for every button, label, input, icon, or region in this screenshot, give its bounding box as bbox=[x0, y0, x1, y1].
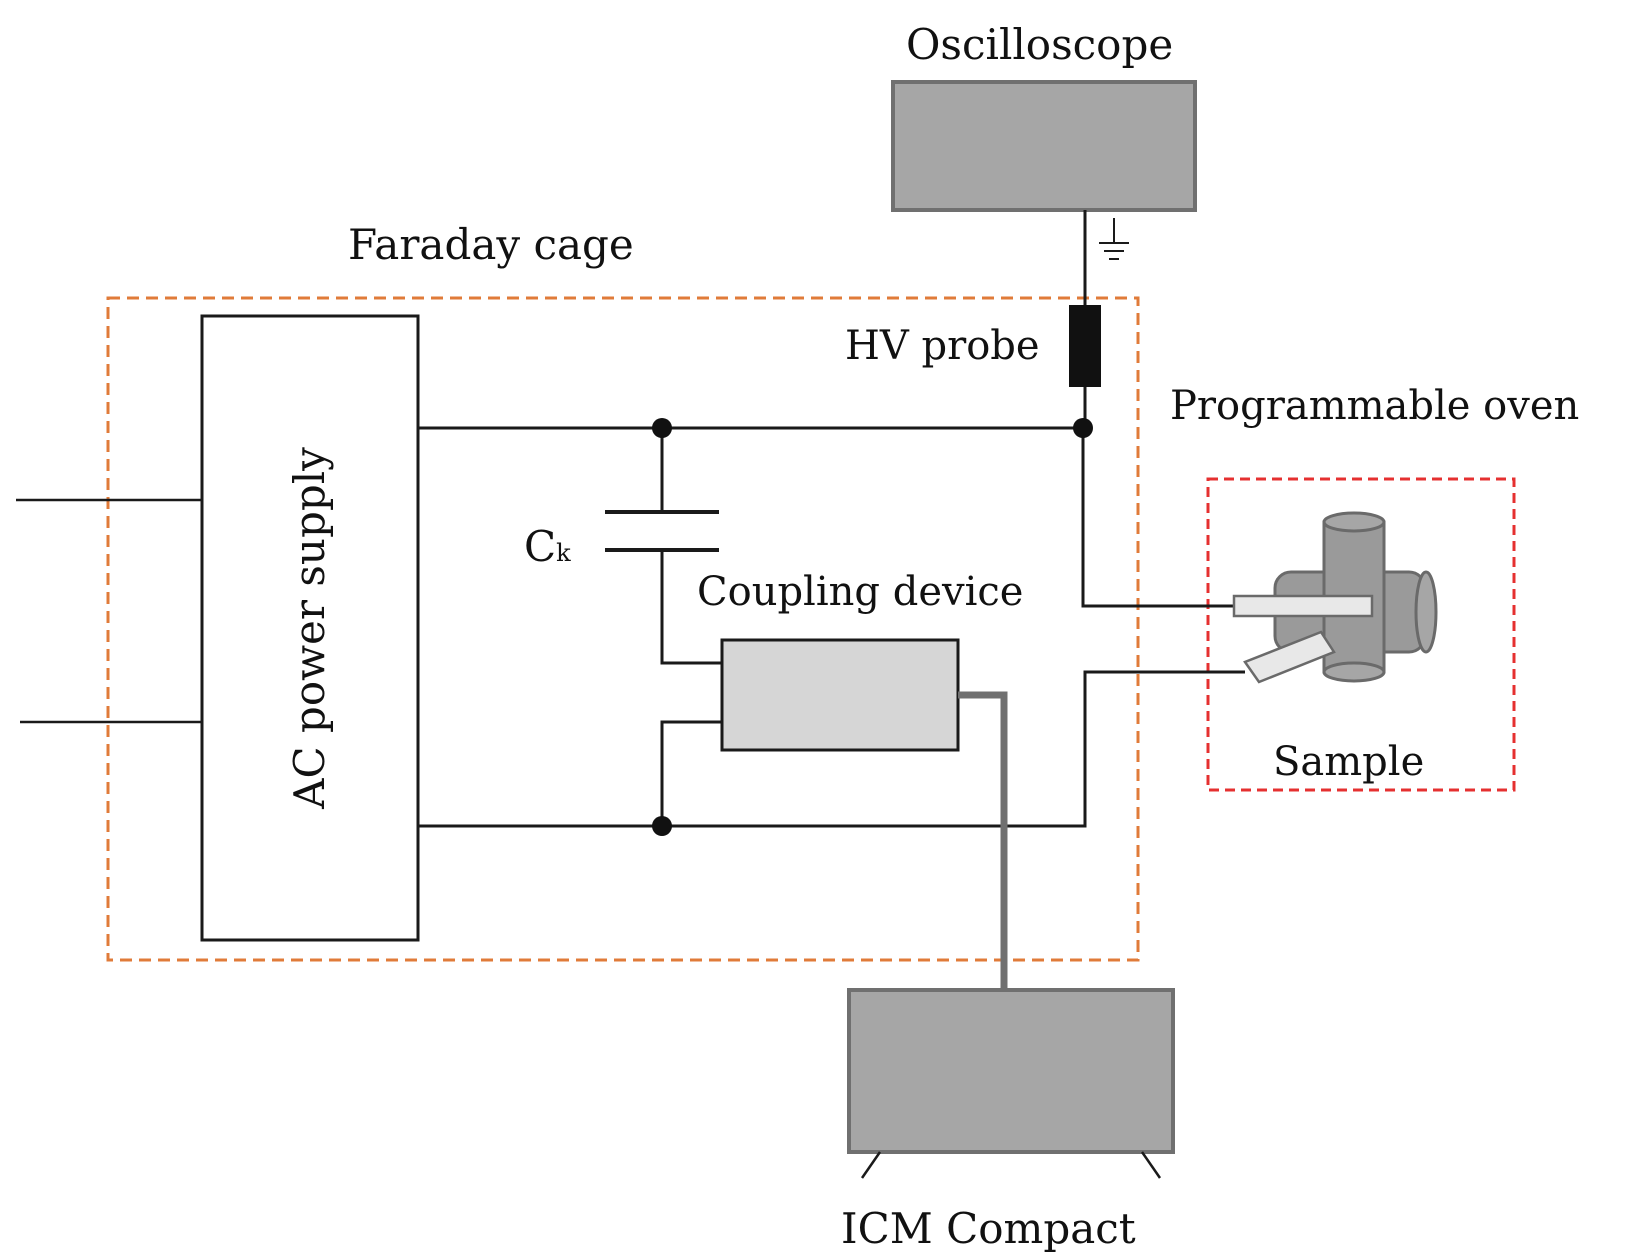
oscilloscope-label: Oscilloscope bbox=[906, 20, 1174, 69]
programmable-oven-boundary bbox=[1206, 477, 1516, 792]
ck-label: Ck bbox=[524, 526, 571, 568]
ac-power-supply-label: AC power supply bbox=[285, 447, 334, 809]
icm-signal-cable bbox=[958, 691, 1008, 990]
coupling-device-box bbox=[720, 638, 960, 752]
junction-dot-ground bbox=[652, 816, 672, 836]
icm-compact-box bbox=[847, 988, 1175, 1154]
sample-object bbox=[1232, 511, 1438, 684]
hv-sample-wire bbox=[1081, 428, 1235, 608]
faraday-cage-label: Faraday cage bbox=[348, 220, 634, 269]
coupling-device-label: Coupling device bbox=[697, 569, 1024, 615]
faraday-cage-boundary bbox=[106, 296, 1140, 962]
programmable-oven-label: Programmable oven bbox=[1170, 383, 1580, 429]
junction-dot-hv-cap bbox=[652, 418, 672, 438]
hv-probe-label: HV probe bbox=[845, 323, 1040, 369]
coupling-ground-lead bbox=[660, 720, 722, 826]
ck-subscript-text: k bbox=[556, 539, 571, 567]
ground-bus-wire bbox=[418, 670, 1245, 828]
oscilloscope-box bbox=[891, 80, 1197, 212]
ac-power-supply-box bbox=[200, 314, 420, 942]
ck-lower-lead bbox=[660, 550, 722, 665]
ck-main-text: C bbox=[524, 522, 557, 571]
icm-foot-right bbox=[1140, 1151, 1162, 1179]
hv-probe-body bbox=[1069, 305, 1101, 387]
sample-label: Sample bbox=[1273, 739, 1425, 785]
icm-compact-label: ICM Compact bbox=[841, 1204, 1136, 1253]
icm-foot-left bbox=[860, 1151, 882, 1179]
ground-symbol-icon bbox=[1099, 218, 1129, 260]
junction-dot-hv-probe bbox=[1073, 418, 1093, 438]
